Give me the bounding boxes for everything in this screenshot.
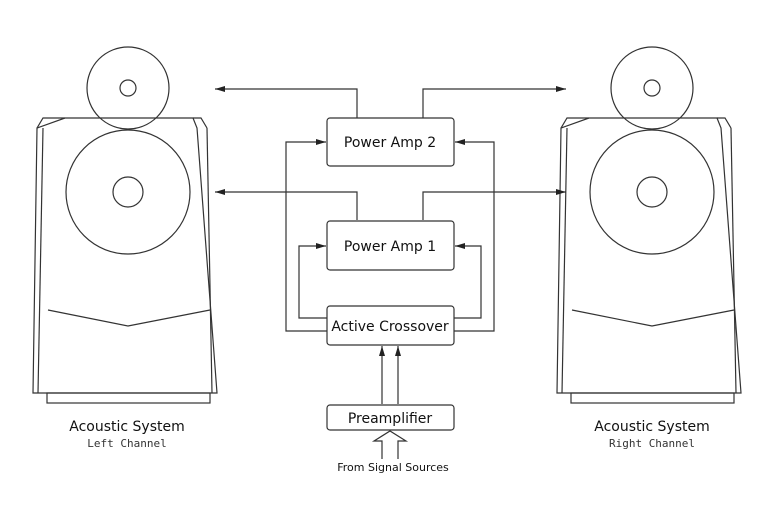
- left-woofer: [65, 129, 191, 255]
- signal-input-arrow-icon: [371, 430, 409, 459]
- right-speaker-panel-line: [571, 309, 735, 327]
- right-woofer: [589, 129, 715, 255]
- right-speaker-base: [570, 392, 735, 404]
- left-tweeter: [86, 46, 170, 130]
- right-speaker-title: Acoustic System: [594, 419, 710, 435]
- crossover-connections: [285, 139, 495, 404]
- left-speaker-subtitle: Left Channel: [87, 437, 166, 450]
- preamplifier-block: Preamplifier: [326, 404, 455, 431]
- active-crossover-label: Active Crossover: [331, 319, 449, 335]
- left-speaker-cabinet: [32, 117, 218, 394]
- right-speaker-subtitle: Right Channel: [609, 437, 695, 450]
- speaker-connections: [215, 86, 566, 220]
- power-amp-1-label: Power Amp 1: [344, 239, 436, 255]
- active-crossover-block: Active Crossover: [326, 305, 455, 346]
- signal-sources-label: From Signal Sources: [337, 461, 449, 474]
- power-amp-2-label: Power Amp 2: [344, 135, 436, 151]
- power-amp-1-block: Power Amp 1: [326, 220, 455, 271]
- preamplifier-label: Preamplifier: [348, 411, 433, 427]
- right-tweeter: [610, 46, 694, 130]
- left-speaker: [32, 46, 218, 404]
- left-speaker-title: Acoustic System: [69, 419, 185, 435]
- power-amp-2-block: Power Amp 2: [326, 117, 455, 167]
- left-speaker-base: [46, 392, 211, 404]
- right-speaker-cabinet: [556, 117, 742, 394]
- left-speaker-panel-line: [47, 309, 211, 327]
- right-speaker: [556, 46, 742, 404]
